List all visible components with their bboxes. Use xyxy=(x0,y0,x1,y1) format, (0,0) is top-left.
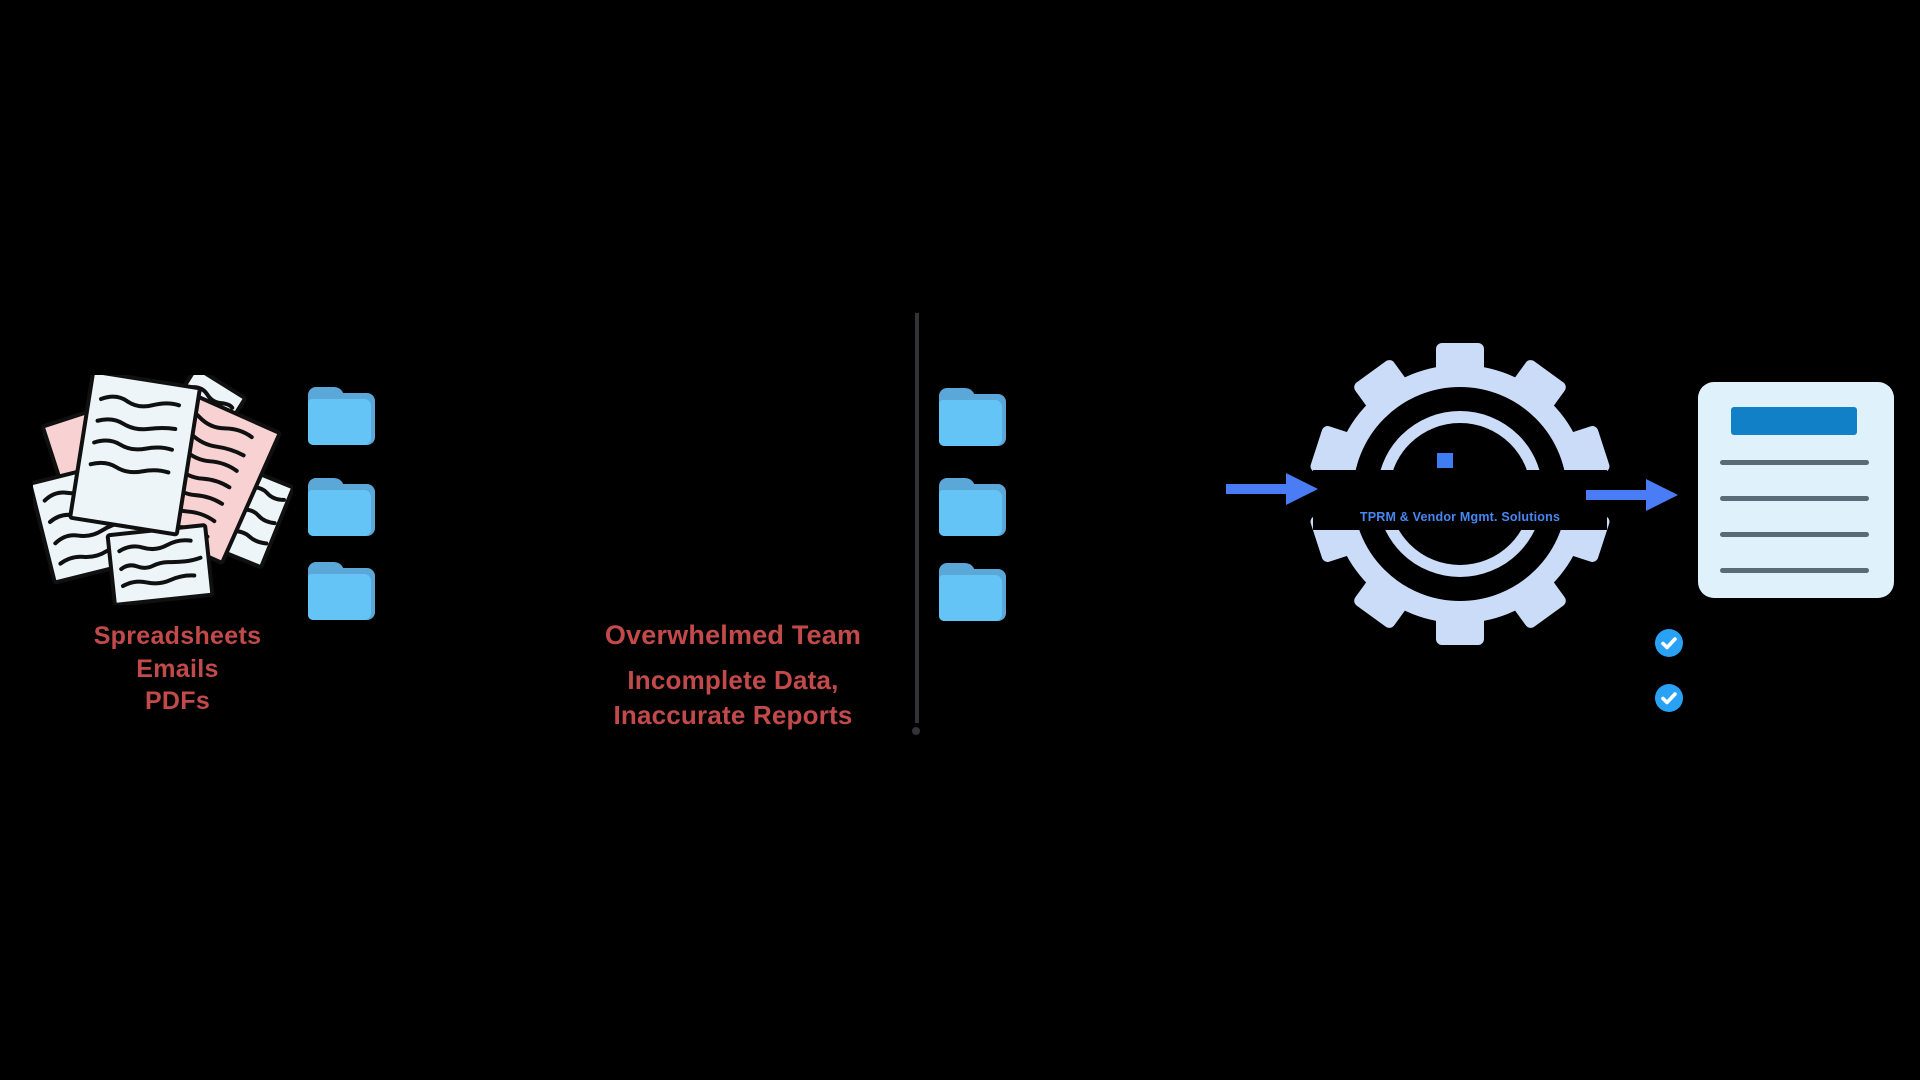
report-text-line xyxy=(1720,496,1869,501)
folder-icon xyxy=(308,387,375,445)
paper-sheet xyxy=(105,523,215,605)
gear-icon xyxy=(1310,343,1610,645)
caption-line: Emails xyxy=(136,654,219,683)
caption-line: Overwhelmed Team xyxy=(604,620,862,650)
report-text-line xyxy=(1720,460,1869,465)
folder-front xyxy=(308,574,371,620)
arrow-right-icon xyxy=(1586,479,1678,511)
check-badge-icon xyxy=(1655,629,1683,657)
folder-front xyxy=(308,490,371,536)
check-badge-icon xyxy=(1655,684,1683,712)
folder-front xyxy=(939,400,1002,446)
report-text-line xyxy=(1720,532,1869,537)
folder-front xyxy=(308,399,371,445)
folder-front xyxy=(939,575,1002,621)
caption-line: Incomplete Data, xyxy=(627,665,839,695)
caption-line: Spreadsheets xyxy=(93,622,262,650)
report-document-icon xyxy=(1698,382,1894,598)
paper-sheet xyxy=(213,467,293,569)
report-header-bar xyxy=(1731,407,1857,435)
left-caption: Spreadsheets Emails PDFs xyxy=(60,620,295,718)
folder-front xyxy=(939,490,1002,536)
caption-line: PDFs xyxy=(144,687,211,715)
report-text-line xyxy=(1720,568,1869,573)
folder-icon xyxy=(939,478,1006,536)
divider-end-dot xyxy=(912,727,920,735)
caption-line: Inaccurate Reports xyxy=(613,700,853,730)
gear-label: TPRM & Vendor Mgmt. Solutions xyxy=(1359,510,1561,524)
folder-icon xyxy=(939,563,1006,621)
documents-pile-icon xyxy=(33,375,293,605)
folder-icon xyxy=(939,388,1006,446)
folder-icon xyxy=(308,562,375,620)
paper-sheet xyxy=(68,375,202,537)
folder-icon xyxy=(308,478,375,536)
gear-center-square xyxy=(1437,453,1453,468)
vertical-divider xyxy=(915,313,919,723)
arrow-right-icon xyxy=(1226,473,1318,505)
gear-center-band xyxy=(1313,470,1607,530)
middle-caption: Overwhelmed Team Incomplete Data, Inaccu… xyxy=(600,618,866,733)
